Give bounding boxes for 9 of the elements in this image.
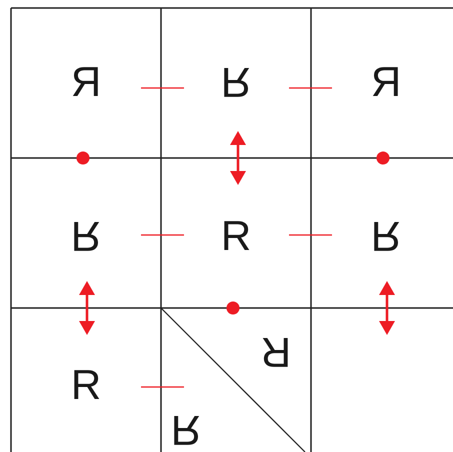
letter: R [260,331,292,373]
letter: Я [220,61,252,103]
letter: R [70,364,102,406]
letter: Я [370,215,402,257]
letter: Я [70,215,102,257]
letter: Я [170,409,202,451]
letter: Я [370,61,402,103]
letter: Я [70,61,102,103]
letter: R [220,215,252,257]
